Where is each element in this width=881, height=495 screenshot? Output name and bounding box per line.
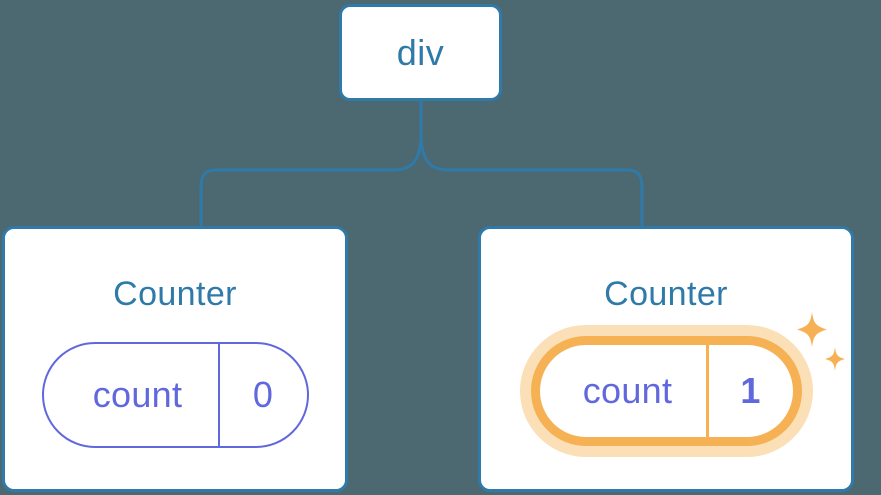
node-counter-left[interactable]: Counter count 0 <box>2 226 348 492</box>
state-pill-right-key: count <box>582 370 673 411</box>
state-pill-left-wrap: count 0 <box>41 342 309 448</box>
node-div[interactable]: div <box>339 4 502 101</box>
state-pill-right-value: 1 <box>740 370 761 411</box>
state-pill-left-key-cell: count <box>44 344 218 446</box>
edge-to-counter-left <box>199 132 423 228</box>
sparkle-large-icon <box>796 312 827 347</box>
state-pill-left-value-cell: 0 <box>217 344 307 446</box>
state-pill-right-wrap: count 1 <box>519 312 845 457</box>
node-div-label: div <box>396 31 445 73</box>
state-pill-left[interactable]: count 0 <box>41 342 309 448</box>
node-counter-right[interactable]: Counter count 1 <box>478 226 854 492</box>
state-pill-right[interactable]: count 1 <box>530 336 802 446</box>
edge-to-counter-right <box>419 132 644 228</box>
state-pill-right-key-cell: count <box>540 345 706 437</box>
node-counter-right-label: Counter <box>604 275 728 313</box>
state-pill-left-value: 0 <box>252 374 274 415</box>
sparkle-small-icon <box>824 347 845 371</box>
node-counter-left-label: Counter <box>113 275 237 313</box>
state-pill-right-value-cell: 1 <box>705 345 793 437</box>
state-pill-left-key: count <box>92 374 183 415</box>
